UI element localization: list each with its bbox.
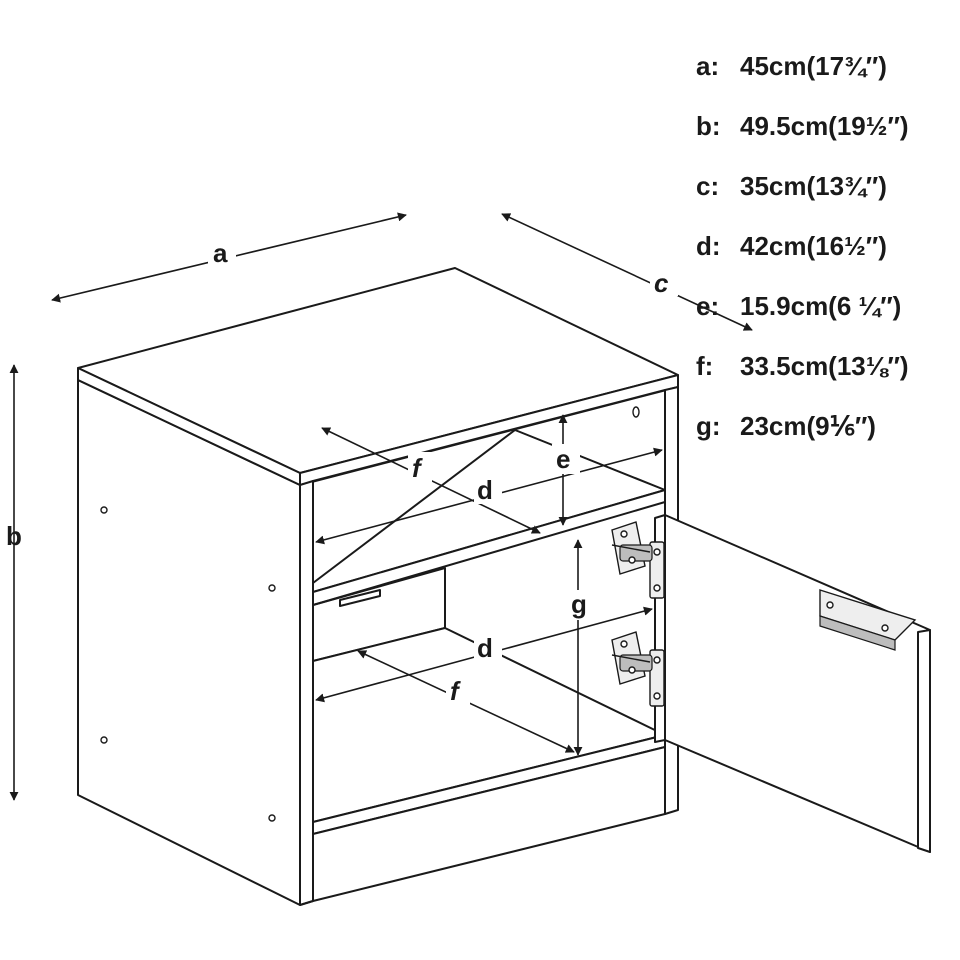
- door-panel: [664, 514, 931, 853]
- door: [654, 514, 931, 853]
- dimension-g-label: g: [571, 589, 587, 619]
- shelf-pin-hole: [100, 506, 108, 514]
- legend-value: 23cm(9⅙″): [740, 410, 876, 441]
- legend-key: g:: [696, 410, 721, 441]
- shelf-pin-hole: [100, 736, 108, 744]
- dimension-f-lower-label: f: [450, 676, 461, 706]
- door-handle-side: [819, 615, 896, 651]
- dimension-a-label: a: [213, 238, 228, 268]
- dimension-f-upper-label: f: [412, 453, 423, 483]
- plinth: [312, 746, 666, 902]
- legend-key: e:: [696, 290, 720, 321]
- cabinet-body: [77, 267, 679, 906]
- shelf-pin-hole: [268, 814, 276, 822]
- legend-row-f: f: 33.5cm(13⅛″): [696, 336, 958, 396]
- dimension-d-lower-label: d: [477, 633, 493, 663]
- legend-row-c: c: 35cm(13¾″): [696, 156, 958, 216]
- legend-row-e: e: 15.9cm(6 ¼″): [696, 276, 958, 336]
- legend-row-d: d: 42cm(16½″): [696, 216, 958, 276]
- dimension-e-label: e: [556, 444, 570, 474]
- shelf-pin-hole: [268, 584, 276, 592]
- legend-value: 45cm(17¾″): [740, 50, 887, 81]
- dimension-legend: a: 45cm(17¾″) b: 49.5cm(19½″) c: 35cm(13…: [696, 36, 958, 456]
- legend-value: 33.5cm(13⅛″): [740, 350, 909, 381]
- legend-value: 35cm(13¾″): [740, 170, 887, 201]
- drawer-rail: [339, 589, 381, 607]
- dimension-c-label: c: [654, 268, 669, 298]
- legend-key: f:: [696, 350, 714, 381]
- dimension-c-arrow: [501, 213, 753, 331]
- legend-key: a:: [696, 50, 720, 81]
- legend-value: 15.9cm(6 ¼″): [740, 290, 902, 321]
- interior-pin-hole: [632, 406, 640, 418]
- dimension-b-label: b: [6, 521, 22, 551]
- dimension-d-upper-label: d: [477, 475, 493, 505]
- door-outer-edge: [917, 629, 931, 853]
- front-left-stile: [299, 480, 314, 906]
- legend-value: 49.5cm(19½″): [740, 110, 909, 141]
- legend-row-b: b: 49.5cm(19½″): [696, 96, 958, 156]
- legend-row-a: a: 45cm(17¾″): [696, 36, 958, 96]
- legend-key: b:: [696, 110, 721, 141]
- legend-row-g: g: 23cm(9⅙″): [696, 396, 958, 456]
- legend-key: c:: [696, 170, 720, 201]
- legend-key: d:: [696, 230, 721, 261]
- legend-value: 42cm(16½″): [740, 230, 887, 261]
